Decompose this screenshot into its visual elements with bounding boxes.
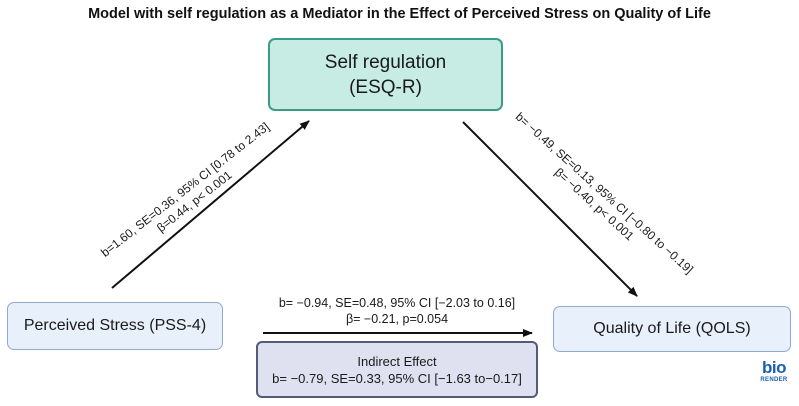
path-c-beta: β= −0.21, p=0.054 [345, 312, 449, 326]
logo-render-text: RENDER [760, 377, 788, 383]
outcome-label: Quality of Life (QOLS) [593, 320, 751, 337]
biorender-logo: bio RENDER [757, 358, 791, 384]
mediator-label-line1: Self regulation [324, 51, 447, 73]
predictor-node-perceived-stress: Perceived Stress (PSS-4) [7, 302, 223, 350]
indirect-effect-stats: b= −0.79, SE=0.33, 95% CI [−1.63 to−0.17… [272, 370, 522, 386]
indirect-effect-title: Indirect Effect [357, 353, 437, 369]
indirect-effect-box: Indirect Effect b= −0.79, SE=0.33, 95% C… [256, 341, 538, 398]
arrow-stress-to-self-regulation [111, 120, 310, 289]
arrow-self-regulation-to-quality-of-life [462, 121, 638, 297]
predictor-label: Perceived Stress (PSS-4) [23, 317, 207, 334]
mediator-label-line2: (ESQ-R) [349, 76, 422, 98]
outcome-node-quality-of-life: Quality of Life (QOLS) [553, 306, 791, 352]
path-c-label: b= −0.94, SE=0.48, 95% CI [−2.03 to 0.16… [252, 295, 542, 327]
diagram-title: Model with self regulation as a Mediator… [88, 6, 711, 22]
path-c-stats: b= −0.94, SE=0.48, 95% CI [−2.03 to 0.16… [278, 296, 516, 310]
logo-bio-text: bio [762, 358, 787, 377]
mediator-node-self-regulation: Self regulation (ESQ-R) [268, 38, 503, 111]
